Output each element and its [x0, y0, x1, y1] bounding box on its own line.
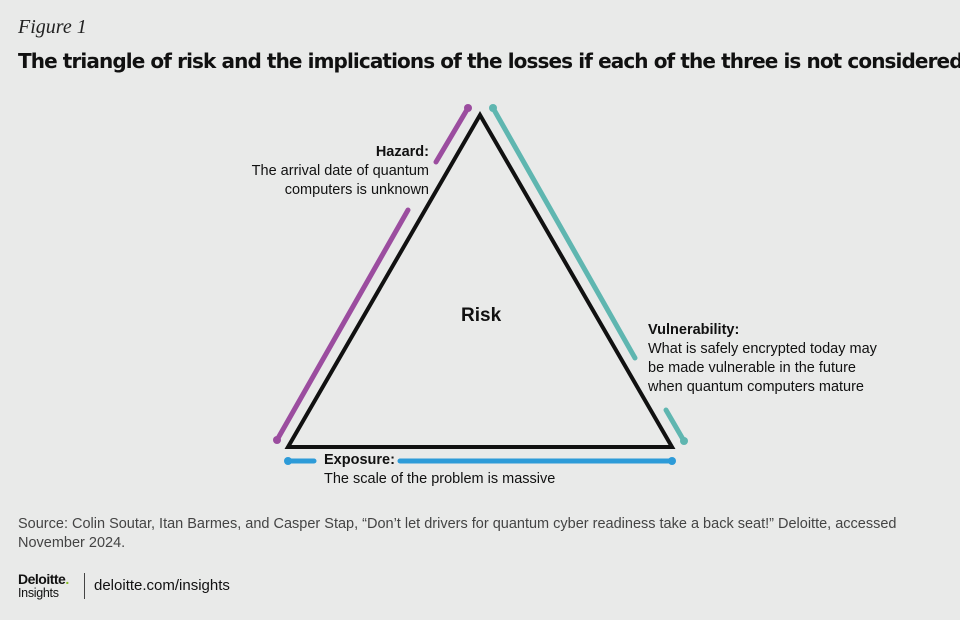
hazard-text-line-1: The arrival date of quantum: [251, 163, 429, 179]
figure-title: The triangle of risk and the implication…: [18, 49, 960, 73]
hazard-line-lower: [274, 207, 411, 443]
hazard-label: Hazard: The arrival date of quantum comp…: [252, 143, 429, 200]
deloitte-insights-logo: Deloitte. Insights: [18, 572, 69, 600]
hazard-heading: Hazard:: [375, 144, 429, 160]
footer-divider: [84, 573, 85, 599]
source-note: Source: Colin Soutar, Itan Barmes, and C…: [18, 516, 897, 551]
vulnerability-text-line-3: when quantum computers mature: [648, 379, 864, 395]
vulnerability-endpoint-top: [489, 104, 497, 112]
vulnerability-text-line-2: be made vulnerable in the future: [648, 360, 856, 376]
logo-sub: Insights: [18, 586, 59, 600]
vulnerability-line-upper: [490, 105, 638, 361]
hazard-endpoint-bottom: [273, 436, 281, 444]
hazard-text-line-2: computers is unknown: [284, 182, 429, 198]
exposure-heading: Exposure:: [324, 452, 395, 468]
vulnerability-text-line-1: What is safely encrypted today may: [648, 341, 877, 357]
risk-triangle: [284, 111, 676, 449]
figure-label: Figure 1: [18, 16, 87, 38]
vulnerability-line-lower: [663, 407, 687, 444]
risk-center-label: Risk: [461, 305, 502, 326]
exposure-label: Exposure: The scale of the problem is ma…: [324, 451, 555, 489]
vulnerability-heading: Vulnerability:: [648, 322, 740, 338]
exposure-endpoint-left: [284, 457, 292, 465]
logo-brand: Deloitte.: [18, 571, 69, 587]
hazard-endpoint-top: [464, 104, 472, 112]
vulnerability-label: Vulnerability: What is safely encrypted …: [648, 321, 877, 397]
exposure-endpoint-right: [668, 457, 676, 465]
vulnerability-endpoint-bottom: [680, 437, 688, 445]
exposure-text-line-1: The scale of the problem is massive: [324, 471, 556, 487]
deloitte-insights-link[interactable]: deloitte.com/insights: [94, 577, 230, 594]
hazard-line-upper: [433, 105, 471, 165]
